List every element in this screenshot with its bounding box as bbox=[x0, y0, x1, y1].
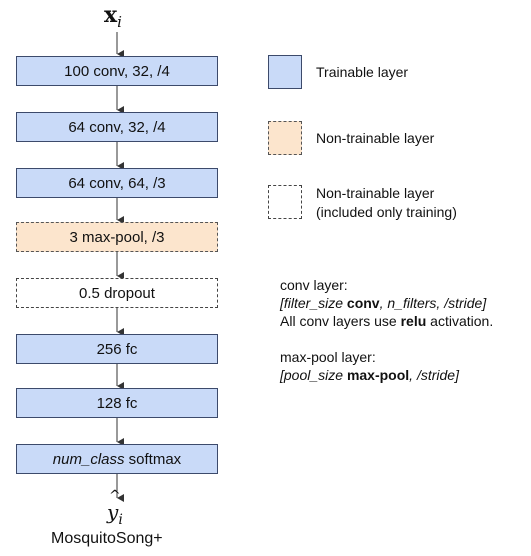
legend-trainingonly-label: Non-trainable layer (included only train… bbox=[316, 184, 457, 222]
input-label: xi bbox=[104, 2, 122, 31]
conv-note-title: conv layer: bbox=[280, 277, 348, 293]
input-symbol: x bbox=[104, 2, 118, 28]
conv-note-format: [filter_size conv, n_filters, /stride] bbox=[280, 294, 493, 312]
pool-format-a: [pool_size bbox=[280, 367, 347, 383]
layer-conv2: 64 conv, 32, /4 bbox=[16, 112, 218, 142]
layer-fc128: 128 fc bbox=[16, 388, 218, 418]
pool-format-c: , /stride] bbox=[409, 367, 459, 383]
legend-trainingonly-swatch bbox=[268, 185, 302, 219]
layer-fc256-label: 256 fc bbox=[96, 340, 138, 358]
layer-conv1-label: 100 conv, 32, /4 bbox=[64, 62, 170, 80]
legend-trainingonly-line2: (included only training) bbox=[316, 204, 457, 220]
softmax-rest-part: softmax bbox=[124, 450, 182, 468]
layer-conv2-label: 64 conv, 32, /4 bbox=[68, 118, 166, 136]
pool-note-format: [pool_size max-pool, /stride] bbox=[280, 366, 459, 384]
pool-note: max-pool layer: [pool_size max-pool, /st… bbox=[280, 348, 459, 384]
output-subscript: i bbox=[118, 512, 123, 528]
conv-format-b: conv bbox=[346, 295, 380, 311]
conv-activation-a: All conv layers use bbox=[280, 313, 401, 329]
softmax-italic-part: num_class bbox=[52, 450, 125, 468]
conv-format-c: , n_filters, /stride] bbox=[379, 295, 487, 311]
conv-note-activation: All conv layers use relu activation. bbox=[280, 312, 493, 330]
pool-note-title: max-pool layer: bbox=[280, 349, 376, 365]
layer-conv3: 64 conv, 64, /3 bbox=[16, 168, 218, 198]
layer-maxpool-label: 3 max-pool, /3 bbox=[69, 228, 165, 246]
layer-softmax-label: num_class softmax bbox=[53, 451, 181, 468]
layer-maxpool: 3 max-pool, /3 bbox=[16, 222, 218, 252]
layer-softmax: num_class softmax bbox=[16, 444, 218, 474]
layer-conv3-label: 64 conv, 64, /3 bbox=[68, 174, 166, 192]
output-hat: ^ bbox=[109, 488, 121, 504]
conv-format-a: [filter_size bbox=[280, 295, 347, 311]
model-name: MosquitoSong+ bbox=[51, 530, 163, 547]
legend-nontrainable-swatch bbox=[268, 121, 302, 155]
input-subscript: i bbox=[117, 13, 122, 31]
layer-fc128-label: 128 fc bbox=[96, 394, 138, 412]
legend-trainingonly-line1: Non-trainable layer bbox=[316, 185, 435, 201]
legend-trainable-swatch bbox=[268, 55, 302, 89]
layer-dropout: 0.5 dropout bbox=[16, 278, 218, 308]
output-label: ^ y i bbox=[107, 488, 123, 528]
conv-activation-b: relu bbox=[400, 313, 427, 329]
layer-conv1: 100 conv, 32, /4 bbox=[16, 56, 218, 86]
conv-note: conv layer: [filter_size conv, n_filters… bbox=[280, 276, 493, 330]
legend-nontrainable-label: Non-trainable layer bbox=[316, 130, 435, 146]
output-symbol: y bbox=[107, 500, 119, 524]
pool-format-b: max-pool bbox=[346, 367, 410, 383]
layer-dropout-label: 0.5 dropout bbox=[79, 284, 155, 302]
layer-fc256: 256 fc bbox=[16, 334, 218, 364]
legend-trainable-label: Trainable layer bbox=[316, 64, 409, 80]
conv-activation-c: activation. bbox=[426, 313, 494, 329]
